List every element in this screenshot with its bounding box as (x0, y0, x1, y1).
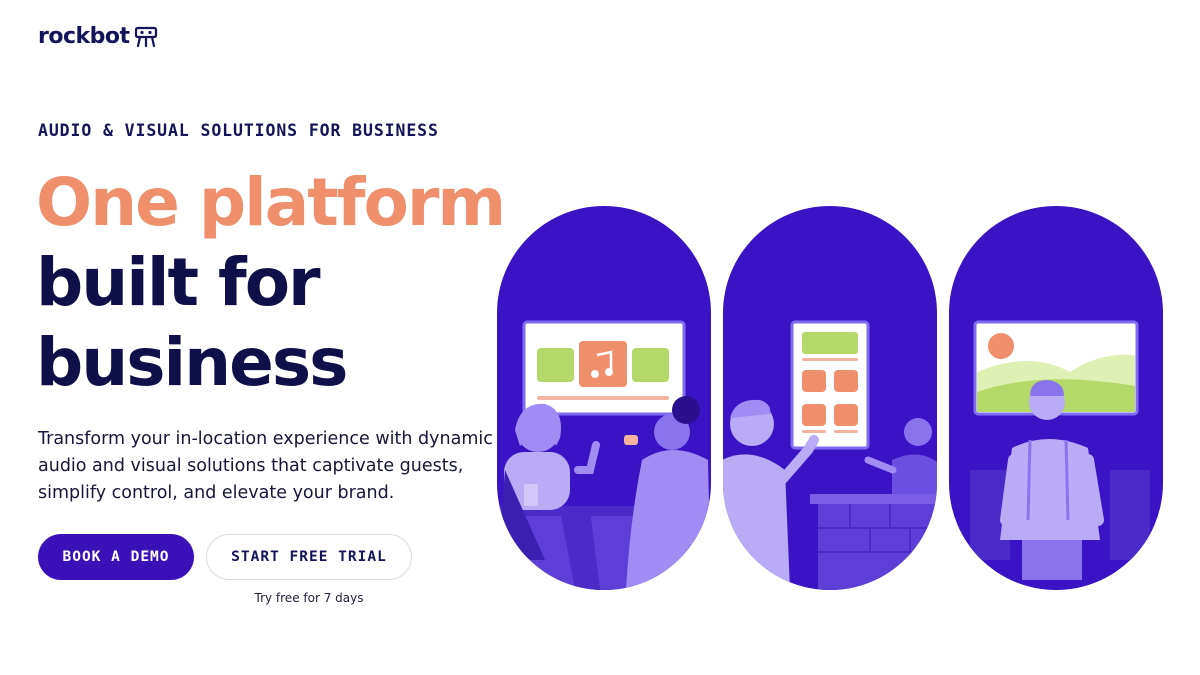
headline-line-2: built for (36, 244, 321, 321)
headline-line-3: business (36, 324, 348, 401)
illustration-panel-music (497, 206, 711, 590)
rockbot-robot-icon (134, 26, 157, 47)
book-demo-button[interactable]: BOOK A DEMO (38, 534, 194, 580)
trial-note: Try free for 7 days (254, 591, 364, 605)
start-free-trial-button[interactable]: START FREE TRIAL (206, 534, 412, 580)
hero-eyebrow: AUDIO & VISUAL SOLUTIONS FOR BUSINESS (38, 121, 439, 140)
illustration-panel-menu (723, 206, 937, 590)
brand-logo[interactable]: rockbot (38, 24, 158, 49)
headline-line-accent: One platform (36, 164, 506, 241)
illustration-panel-landscape (949, 206, 1163, 590)
brand-name: rockbot (38, 24, 130, 49)
hero-description: Transform your in-location experience wi… (38, 429, 493, 503)
music-note-icon (591, 350, 613, 378)
hero-headline: One platform built for business (36, 163, 506, 403)
